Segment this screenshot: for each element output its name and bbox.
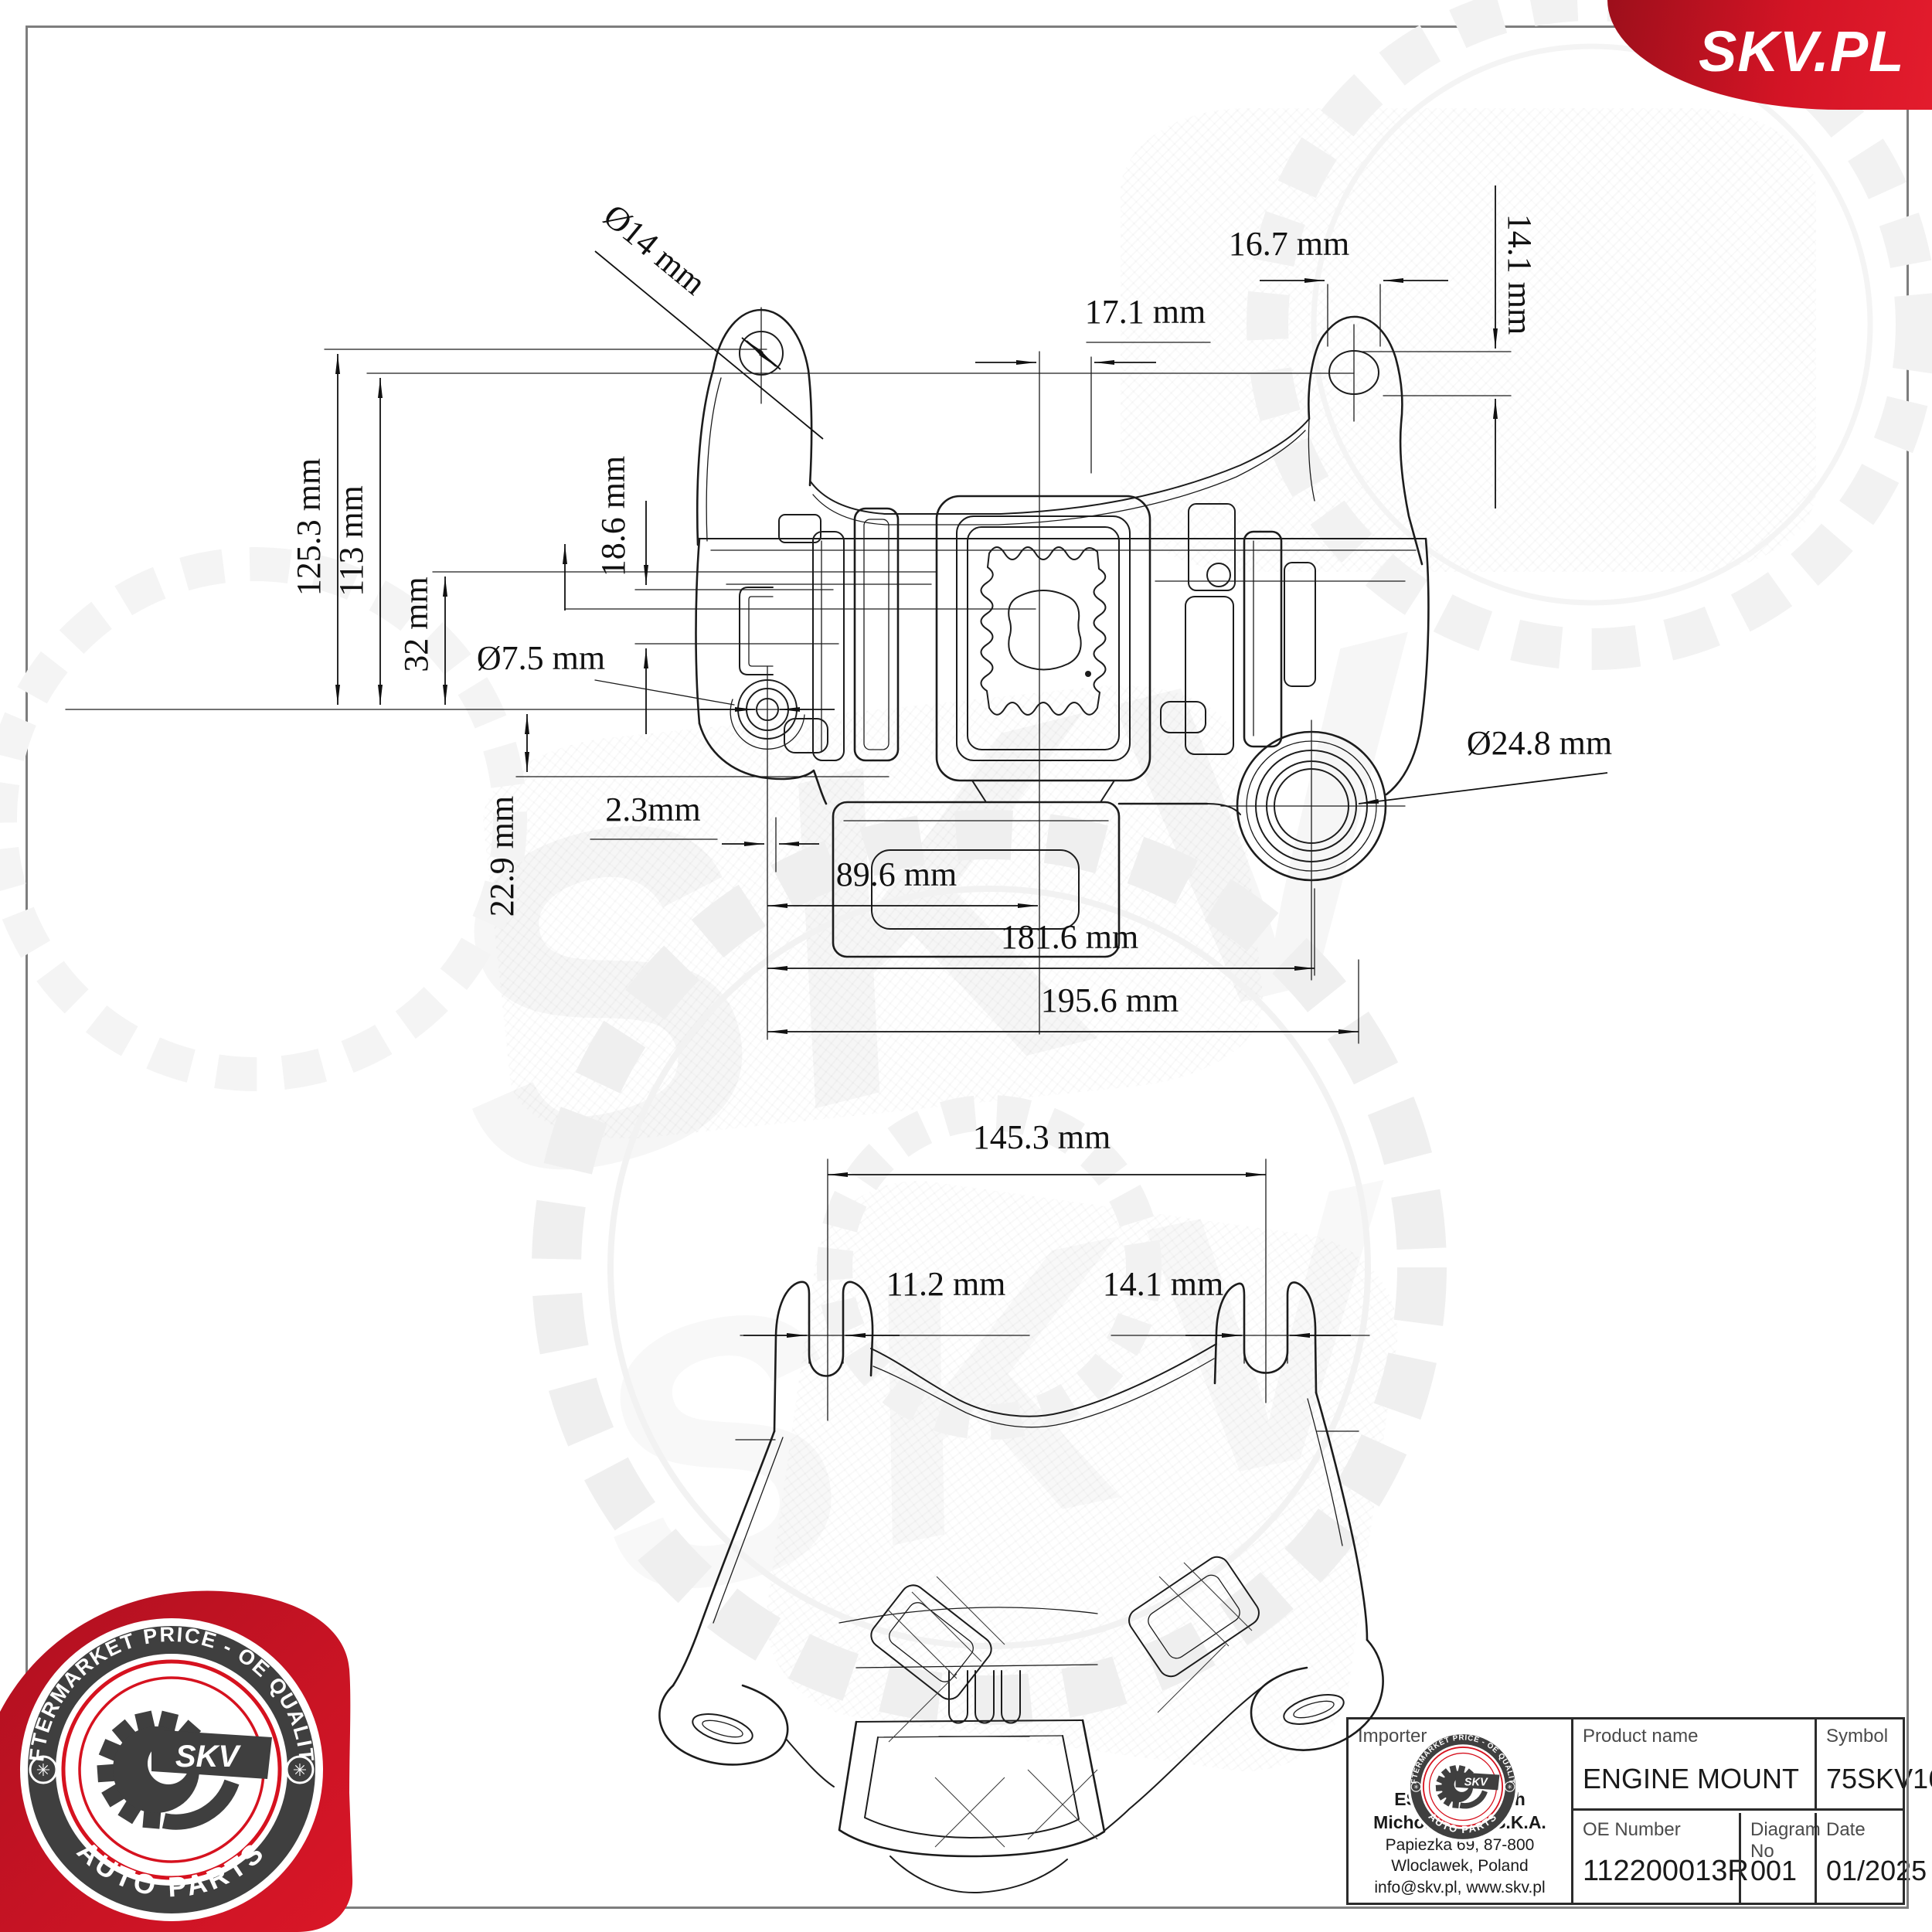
importer-street: Papiezka 69, 87-800 Wloclawek, Poland (1385, 1836, 1535, 1876)
importer-name: ESEN Wojciech Michorzewski S.K.A. (1373, 1789, 1546, 1833)
importer-contact: info@skv.pl, www.skv.pl (1374, 1878, 1546, 1896)
oe-number-cell: OE Number 112200013R (1573, 1813, 1749, 1903)
date-value: 01/2025 (1826, 1855, 1927, 1886)
brand-logo-text: SKV.PL (1699, 19, 1905, 83)
importer-address: ESEN Wojciech Michorzewski S.K.A. Papiez… (1349, 1788, 1571, 1898)
svg-text:18.6 mm: 18.6 mm (594, 456, 632, 577)
importer-cell: Importer ESEN Wojciech Michorzewski S.K.… (1349, 1719, 1573, 1903)
importer-label: Importer (1358, 1726, 1427, 1747)
date-cell: Date 01/2025 (1815, 1813, 1927, 1903)
svg-text:Ø24.8 mm: Ø24.8 mm (1467, 724, 1612, 762)
svg-text:Ø7.5 mm: Ø7.5 mm (477, 639, 605, 677)
svg-text:125.3 mm: 125.3 mm (290, 458, 328, 596)
svg-text:113 mm: 113 mm (332, 485, 370, 597)
skv-badge-large (20, 1618, 323, 1921)
diagram-no-value: 001 (1750, 1855, 1798, 1886)
symbol-cell: Symbol 75SKV169 (1815, 1719, 1932, 1811)
product-name-label: Product name (1583, 1726, 1699, 1747)
hole-14mm (739, 331, 784, 376)
oe-number-value: 112200013R (1583, 1855, 1749, 1887)
watermark-speckle (1121, 108, 1816, 572)
dim-diameter-14mm: Ø14 mm (594, 197, 824, 440)
brand-banner: SKV.PL (1607, 0, 1932, 110)
product-name-value: ENGINE MOUNT (1583, 1763, 1800, 1794)
badge-red-blob (0, 1590, 353, 1932)
diagram-no-cell: Diagram No 001 (1739, 1813, 1821, 1903)
left-flange-slot (692, 1713, 753, 1744)
date-label: Date (1826, 1819, 1866, 1840)
symbol-value: 75SKV169 (1826, 1763, 1932, 1794)
product-name-cell: Product name ENGINE MOUNT (1573, 1719, 1815, 1811)
dim-125-3mm: 125.3 mm (290, 349, 767, 705)
svg-text:32 mm: 32 mm (397, 577, 435, 672)
symbol-label: Symbol (1826, 1726, 1889, 1747)
svg-text:Ø14 mm: Ø14 mm (597, 197, 713, 303)
title-block: Importer ESEN Wojciech Michorzewski S.K.… (1346, 1717, 1932, 1905)
diagram-no-label: Diagram No (1750, 1819, 1821, 1862)
oe-number-label: OE Number (1583, 1819, 1681, 1840)
